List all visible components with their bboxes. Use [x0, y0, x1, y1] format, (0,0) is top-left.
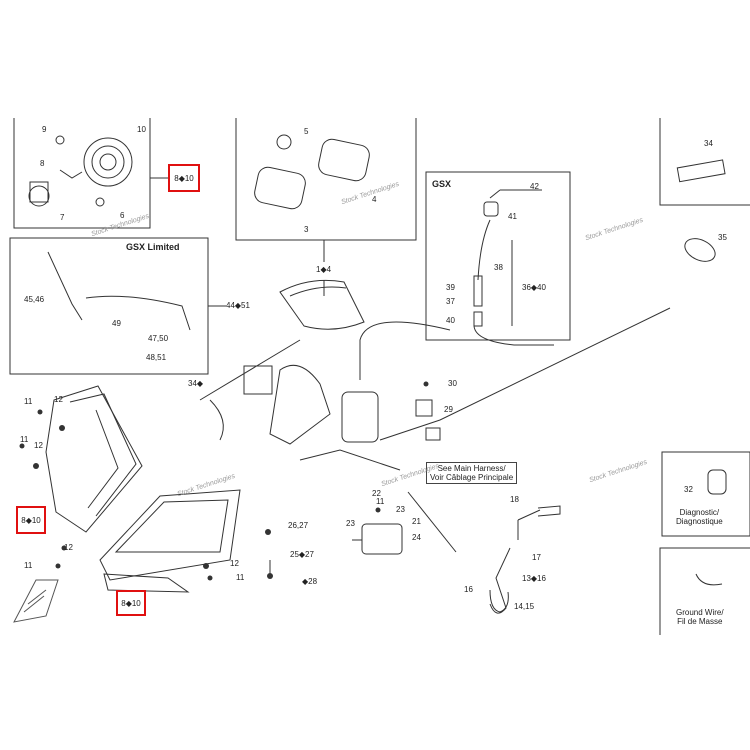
diagnostic-note-fr: Diagnostique — [676, 517, 723, 526]
direction-icon — [13, 579, 59, 623]
ground-wire-note-en: Ground Wire/ — [676, 608, 724, 617]
callout-11-c: 11 — [24, 561, 33, 570]
callout-23-a: 23 — [346, 519, 355, 528]
gauge-panel — [235, 118, 417, 262]
bulb-panel — [13, 118, 168, 229]
harness-note-fr: Voir Câblage Principale — [430, 473, 514, 482]
callout-10: 10 — [137, 125, 146, 134]
callout-3: 3 — [304, 225, 309, 234]
callout-21: 21 — [412, 517, 421, 526]
callout-16: 16 — [464, 585, 473, 594]
callout-22: 22 — [372, 489, 381, 498]
callout-9: 9 — [42, 125, 47, 134]
callout-1-4: 1◆4 — [316, 265, 332, 274]
callout-11-a: 11 — [24, 397, 33, 406]
callout-12-a: 12 — [54, 395, 63, 404]
callout-48-51: 48,51 — [146, 353, 167, 362]
callout-41: 41 — [508, 212, 517, 221]
callout-36-40: 36◆40 — [522, 283, 546, 292]
callout-6: 6 — [120, 211, 125, 220]
gsx-panel-title: GSX — [432, 179, 452, 189]
callout-5: 5 — [304, 127, 309, 136]
callout-34-top: 34 — [704, 139, 713, 148]
callout-23-b: 23 — [396, 505, 405, 514]
diagnostic-note: Diagnostic/ Diagnostique — [676, 508, 723, 526]
callout-11-d: 11 — [236, 573, 245, 582]
callout-24: 24 — [412, 533, 421, 542]
callout-40: 40 — [446, 316, 455, 325]
callout-32: 32 — [684, 485, 693, 494]
callout-17: 17 — [532, 553, 541, 562]
callout-8: 8 — [40, 159, 45, 168]
ground-wire-note-fr: Fil de Masse — [677, 617, 723, 626]
callout-18: 18 — [510, 495, 519, 504]
callout-4: 4 — [372, 195, 377, 204]
callout-42: 42 — [530, 182, 539, 191]
callout-49: 49 — [112, 319, 121, 328]
callout-11-b: 11 — [20, 435, 29, 444]
gsx-limited-panel-title: GSX Limited — [126, 242, 180, 252]
callout-30: 30 — [448, 379, 457, 388]
callout-12-c: 12 — [64, 543, 73, 552]
diagnostic-note-en: Diagnostic/ — [679, 508, 720, 517]
gsx-limited-panel — [9, 237, 226, 375]
side-panels — [659, 118, 750, 635]
gsx-panel — [425, 171, 571, 346]
harness-note: See Main Harness/ Voir Câblage Principal… — [426, 462, 518, 484]
callout-12-d: 12 — [230, 559, 239, 568]
ref-box-top: 8◆10 — [168, 164, 200, 192]
callout-7: 7 — [60, 213, 65, 222]
ref-box-bottom: 8◆10 — [116, 590, 146, 616]
callout-13-16: 13◆16 — [522, 574, 546, 583]
harness-note-en: See Main Harness/ — [437, 464, 506, 473]
connector-assembly — [269, 491, 561, 614]
callout-12-b: 12 — [34, 441, 43, 450]
callout-37: 37 — [446, 297, 455, 306]
callout-25-27: 25◆27 — [290, 550, 314, 559]
callout-45-46: 45,46 — [24, 295, 45, 304]
callout-29: 29 — [444, 405, 453, 414]
callout-28: ◆28 — [302, 577, 318, 586]
callout-39: 39 — [446, 283, 455, 292]
hardware — [19, 381, 429, 581]
callout-11-e: 11 — [376, 497, 385, 506]
callout-26-27: 26,27 — [288, 521, 309, 530]
callout-35: 35 — [718, 233, 727, 242]
callout-44-51: 44◆51 — [226, 301, 250, 310]
callout-34: 34◆ — [188, 379, 204, 388]
ground-wire-note: Ground Wire/ Fil de Masse — [676, 608, 724, 626]
callout-14-15: 14,15 — [514, 602, 535, 611]
callout-38: 38 — [494, 263, 503, 272]
ref-box-left: 8◆10 — [16, 506, 46, 534]
main-assembly — [199, 279, 671, 471]
callout-47-50: 47,50 — [148, 334, 169, 343]
headlight-assembly — [35, 385, 241, 598]
